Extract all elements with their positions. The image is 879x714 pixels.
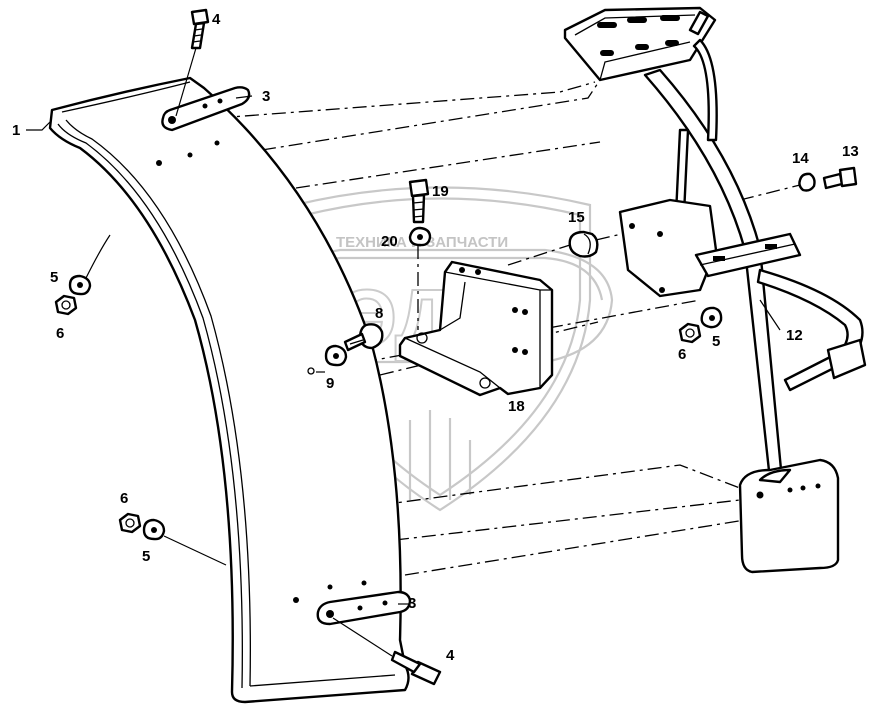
callout-4-upper: 4 <box>212 11 221 28</box>
callout-leaders <box>26 95 781 605</box>
callout-18: 18 <box>508 398 525 415</box>
bolt-19-washer-20 <box>408 178 432 247</box>
callout-5-upper-left: 5 <box>50 269 58 286</box>
lower-bolt <box>332 617 442 686</box>
callout-13: 13 <box>842 143 859 160</box>
callout-6-right: 6 <box>678 346 686 363</box>
callout-5-lower-left: 5 <box>142 548 150 565</box>
fender-panel <box>48 76 410 704</box>
mounting-bracket <box>398 260 554 397</box>
lower-strap <box>316 590 412 626</box>
support-arm-assembly <box>563 6 867 574</box>
callout-4-lower: 4 <box>446 647 455 664</box>
callout-8: 8 <box>375 305 383 322</box>
washer-nut-lower-left <box>118 512 227 566</box>
callout-20: 20 <box>381 233 398 250</box>
callout-15: 15 <box>568 209 585 226</box>
callout-9: 9 <box>326 375 334 392</box>
callout-labels: 1 3 3 4 4 5 5 5 6 6 6 8 9 12 13 14 15 18… <box>12 11 859 664</box>
callout-1: 1 <box>12 122 20 139</box>
upper-bolt <box>175 8 210 117</box>
callout-3-lower: 3 <box>408 595 416 612</box>
callout-6-upper-left: 6 <box>56 325 64 342</box>
washer-nut-upper-left <box>54 234 111 316</box>
callout-5-right: 5 <box>712 333 720 350</box>
upper-strap <box>161 86 251 132</box>
washer-nut-right <box>678 306 723 344</box>
bolt-13-washer-14 <box>798 166 858 192</box>
callout-3-upper: 3 <box>262 88 270 105</box>
callout-14: 14 <box>792 150 809 167</box>
callout-19: 19 <box>432 183 449 200</box>
callout-6-lower-left: 6 <box>120 490 128 507</box>
callout-12: 12 <box>786 327 803 344</box>
spacer-15 <box>568 230 599 258</box>
